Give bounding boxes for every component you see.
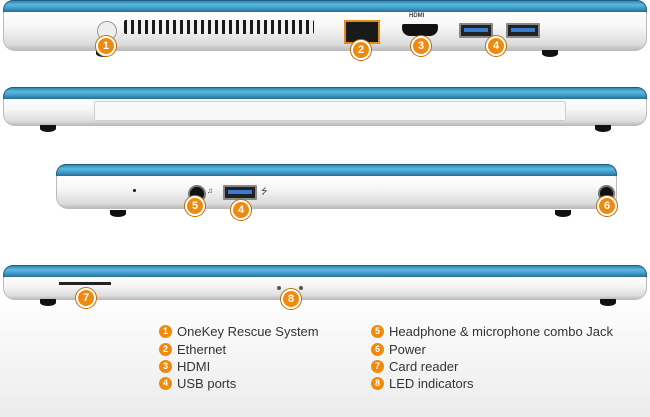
- laptop-foot: [40, 299, 56, 306]
- laptop-side-view-2: [0, 87, 650, 132]
- laptop-base: [3, 99, 647, 126]
- headphone-symbol: ♫: [207, 186, 213, 195]
- laptop-foot: [110, 210, 126, 217]
- laptop-base: HDMI: [3, 12, 647, 51]
- vent-grille: [124, 20, 314, 34]
- legend-item: 7 Card reader: [371, 358, 458, 375]
- laptop-foot: [555, 210, 571, 217]
- callout-6: 6: [597, 196, 617, 216]
- usb-port-icon: [223, 185, 257, 200]
- hdmi-label: HDMI: [409, 13, 425, 19]
- callout-1: 1: [96, 36, 116, 56]
- laptop-foot: [600, 299, 616, 306]
- callout-4: 4: [486, 36, 506, 56]
- hinge-panel: [94, 101, 566, 121]
- callout-4: 4: [231, 200, 251, 220]
- laptop-foot: [40, 125, 56, 132]
- laptop-base: [3, 277, 647, 300]
- laptop-side-view-1: HDMI 1 2 3 4: [0, 0, 650, 60]
- legend-item: 4 USB ports: [159, 375, 236, 392]
- usb-port-icon: [506, 23, 540, 38]
- led-indicator-icon: [299, 286, 303, 290]
- callout-7: 7: [76, 288, 96, 308]
- legend-item: 2 Ethernet: [159, 341, 226, 358]
- legend-item: 6 Power: [371, 341, 426, 358]
- laptop-base: ♫ ⭍: [56, 176, 617, 209]
- led-indicator-icon: [277, 286, 281, 290]
- hdmi-port-icon: [402, 24, 438, 36]
- usb-port-icon: [459, 23, 493, 38]
- legend-item: 8 LED indicators: [371, 375, 474, 392]
- legend-item: 1 OneKey Rescue System: [159, 323, 319, 340]
- card-reader-slot-icon: [59, 282, 111, 285]
- usb-symbol: ⭍: [261, 187, 268, 196]
- laptop-foot: [595, 125, 611, 132]
- indicator-dot-icon: [133, 189, 136, 192]
- laptop-side-view-4: 7 8: [0, 265, 650, 310]
- laptop-side-view-3: ♫ ⭍ 5 4 6: [0, 164, 650, 220]
- callout-5: 5: [185, 196, 205, 216]
- legend-item: 5 Headphone & microphone combo Jack: [371, 323, 613, 340]
- laptop-foot: [542, 50, 558, 57]
- legend-item: 3 HDMI: [159, 358, 210, 375]
- callout-8: 8: [281, 289, 301, 309]
- callout-3: 3: [411, 36, 431, 56]
- callout-2: 2: [351, 40, 371, 60]
